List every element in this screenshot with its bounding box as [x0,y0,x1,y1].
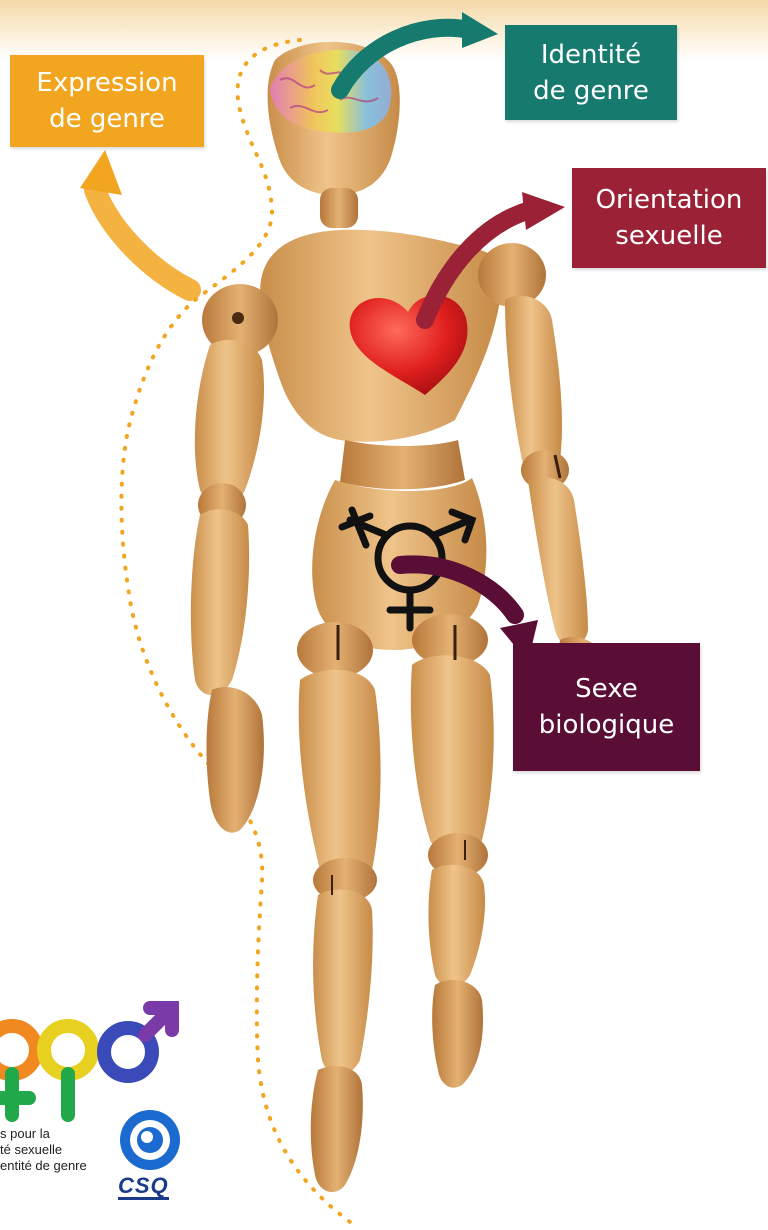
csq-brand: CSQ [118,1175,169,1200]
logo-caption: s pour la té sexuelle entité de genre [0,1126,120,1174]
label-identite-line2: de genre [533,73,649,109]
arrow-orientation-head [522,192,565,230]
arrow-expression-head [80,150,122,195]
logo-caption-line1: s pour la [0,1126,120,1142]
label-identite-line1: Identité [533,37,649,73]
label-identite-de-genre: Identité de genre [505,25,677,120]
label-sexe-line1: Sexe [539,671,674,707]
label-sexe-biologique: Sexe biologique [513,643,700,771]
arrow-identite-head [462,12,498,48]
label-sexe-line2: biologique [539,707,674,743]
label-expression-line1: Expression [36,65,177,101]
label-expression-line2: de genre [36,101,177,137]
label-orientation-line1: Orientation [596,182,743,218]
logo-caption-line2: té sexuelle [0,1142,120,1158]
csq-swirl-logo-icon [120,1110,180,1170]
label-orientation-sexuelle: Orientation sexuelle [572,168,766,268]
arrow-expression [95,190,190,290]
logo-caption-line3: entité de genre [0,1158,120,1174]
label-orientation-line2: sexuelle [596,218,743,254]
gender-symbols-logo-icon [0,1008,172,1115]
label-expression-de-genre: Expression de genre [10,55,204,147]
